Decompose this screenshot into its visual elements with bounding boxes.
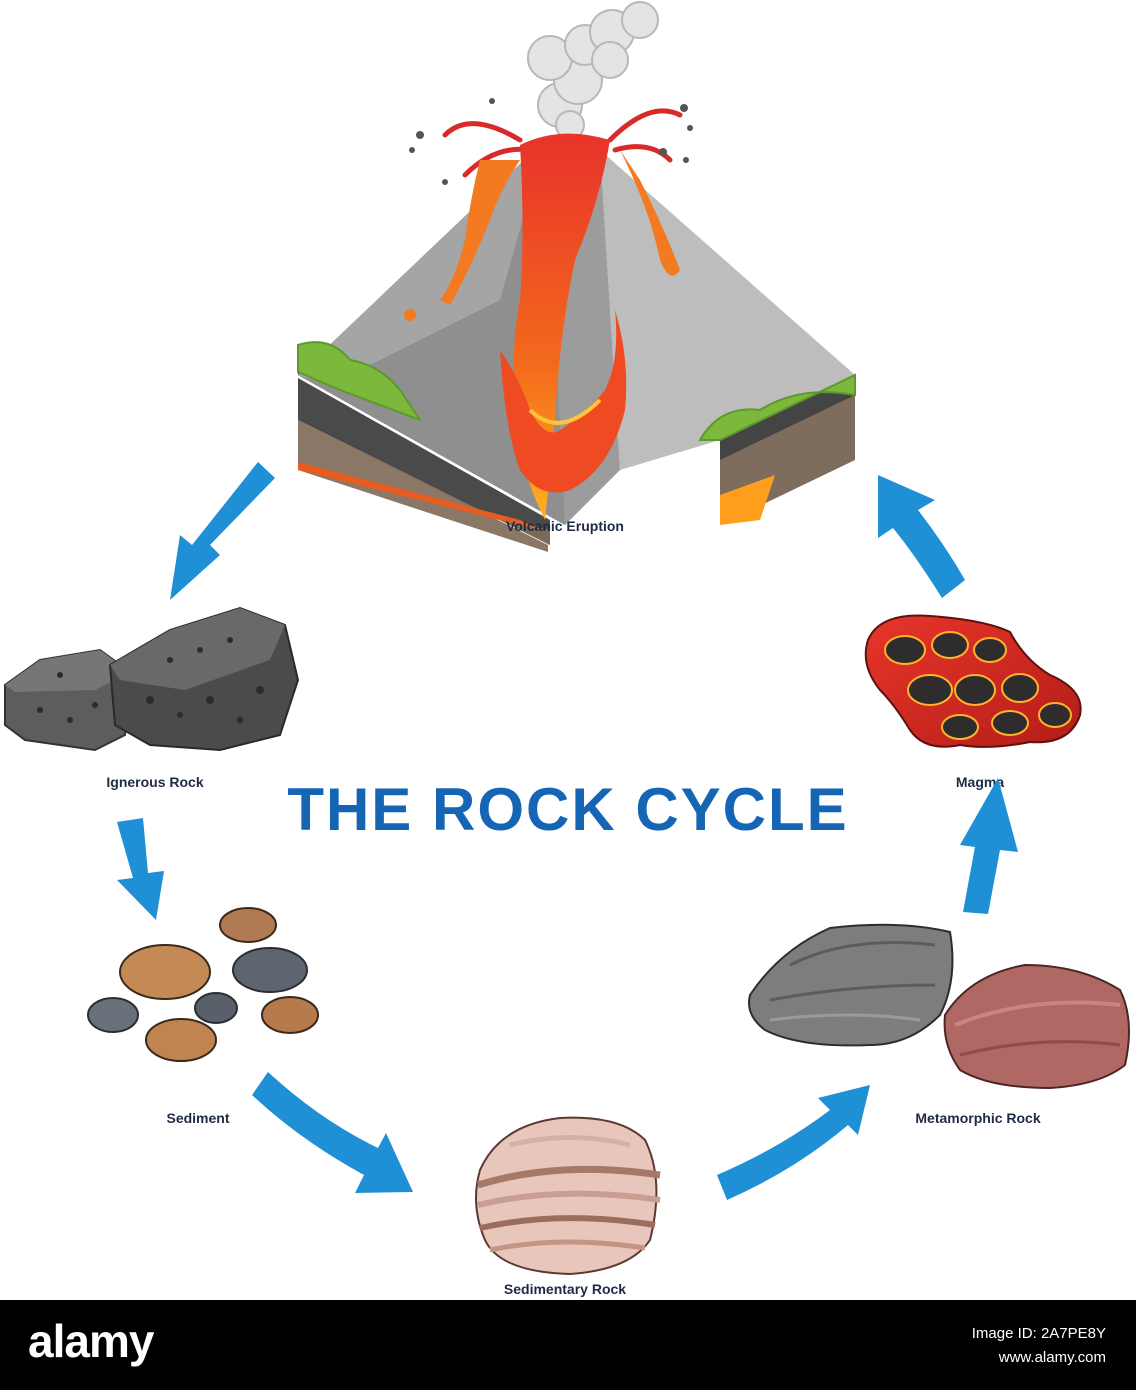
footer-info: Image ID: 2A7PE8Y www.alamy.com xyxy=(972,1322,1106,1370)
stage-label-metamorphic-rock: Metamorphic Rock xyxy=(915,1110,1040,1126)
stage-label-magma: Magma xyxy=(956,774,1004,790)
igneous-rock-illustration xyxy=(4,606,300,752)
rock-cycle-diagram: Volcanic Eruption Ignerous Rock Sediment xyxy=(4,1,1130,1297)
smoke-plume xyxy=(527,1,659,140)
arrow-volcano-to-igneous xyxy=(170,462,275,600)
page-title: THE ROCK CYCLE xyxy=(287,776,849,843)
stage-label-igneous-rock: Ignerous Rock xyxy=(106,774,203,790)
arrow-sediment-to-sedimentary xyxy=(252,1072,413,1193)
volcano-illustration xyxy=(297,1,856,552)
stage-label-sediment: Sediment xyxy=(166,1110,229,1126)
stage-label-sedimentary-rock: Sedimentary Rock xyxy=(504,1281,626,1297)
metamorphic-rock-illustration xyxy=(748,923,1130,1090)
arrow-metamorphic-to-magma xyxy=(960,778,1018,914)
image-id: Image ID: 2A7PE8Y xyxy=(971,1325,1106,1342)
arrow-magma-to-volcano xyxy=(878,475,965,598)
ash-particles xyxy=(409,98,693,185)
sediment-illustration xyxy=(87,907,319,1062)
arrow-igneous-to-sediment xyxy=(117,818,164,920)
site-url: www.alamy.com xyxy=(998,1349,1106,1366)
brand-logo: alamy xyxy=(28,1315,154,1367)
footer-bar: alamy Image ID: 2A7PE8Y www.alamy.com xyxy=(0,1300,1136,1390)
magma-illustration xyxy=(864,614,1082,748)
stage-label-volcanic-eruption: Volcanic Eruption xyxy=(506,518,624,534)
sedimentary-rock-illustration xyxy=(475,1116,661,1276)
arrow-sedimentary-to-metamorphic xyxy=(717,1085,870,1200)
